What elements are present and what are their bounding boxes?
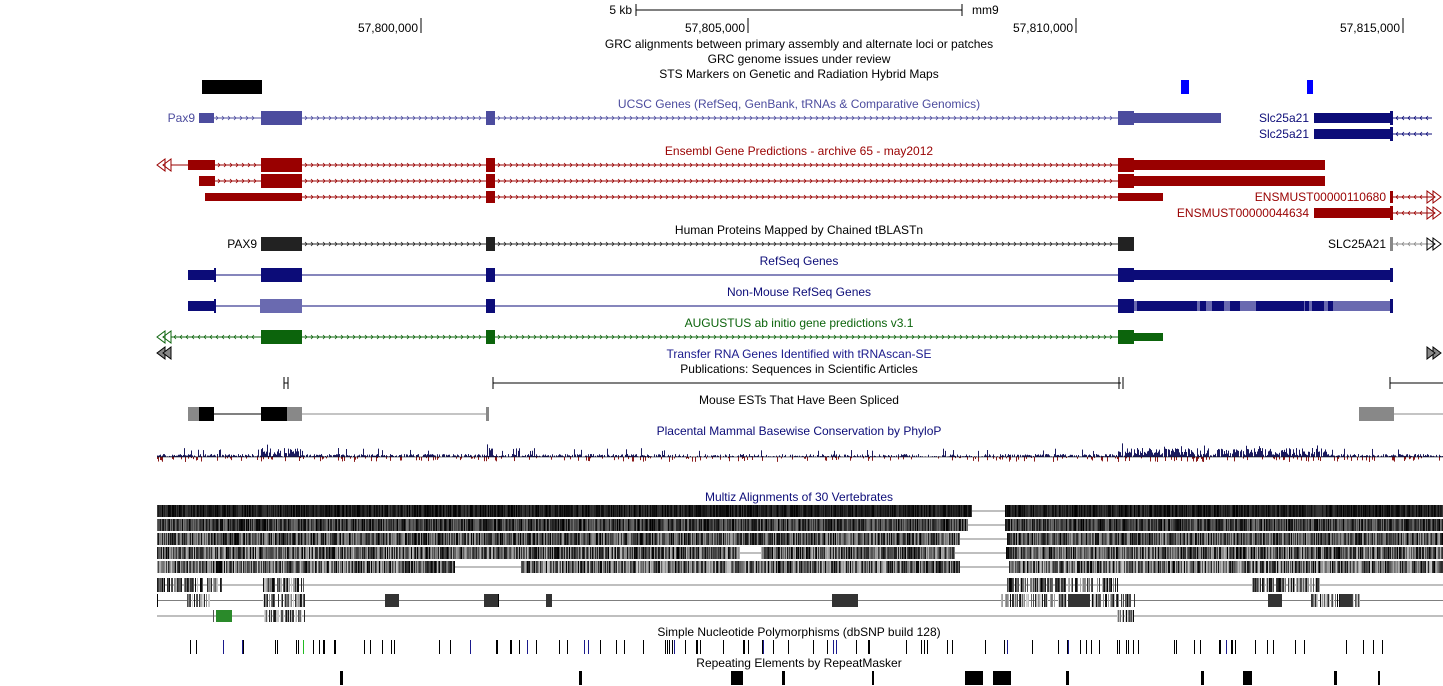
track-title-human-proteins[interactable]: Human Proteins Mapped by Chained tBLASTn [674, 223, 924, 237]
track-title-sts-markers[interactable]: STS Markers on Genetic and Radiation Hyb… [659, 67, 939, 81]
refseq-features[interactable] [188, 268, 1393, 282]
gene-label-pax9[interactable]: Pax9 [167, 111, 195, 125]
ensembl-features[interactable] [156, 158, 1442, 220]
ucsc-genes-features[interactable] [199, 111, 1432, 141]
ruler-assembly-label: mm9 [972, 3, 999, 17]
trna-arrows [156, 346, 1442, 360]
track-title-repeatmasker[interactable]: Repeating Elements by RepeatMasker [696, 656, 902, 670]
ruler-position-3: 57,810,000 [1012, 21, 1073, 35]
gene-label-pax9-human[interactable]: PAX9 [227, 237, 257, 251]
human-proteins-features[interactable] [261, 237, 1442, 251]
gene-label-ensmust-044634[interactable]: ENSMUST00000044634 [1176, 206, 1309, 220]
track-title-grc-alignments[interactable]: GRC alignments between primary assembly … [604, 37, 994, 51]
mouse-ests-features[interactable] [188, 407, 1443, 421]
repeatmasker-features[interactable] [340, 671, 1380, 685]
ruler-position-4: 57,815,000 [1339, 21, 1400, 35]
track-title-phylop[interactable]: Placental Mammal Basewise Conservation b… [656, 424, 942, 438]
track-title-snp[interactable]: Simple Nucleotide Polymorphisms (dbSNP b… [657, 625, 941, 639]
track-title-augustus[interactable]: AUGUSTUS ab initio gene predictions v3.1 [684, 316, 914, 330]
track-title-ucsc-genes[interactable]: UCSC Genes (RefSeq, GenBank, tRNAs & Com… [617, 97, 981, 111]
gene-label-slc25a21-1[interactable]: Slc25a21 [1258, 111, 1309, 125]
phylop-wiggle[interactable] [157, 443, 1443, 462]
ruler-position-1: 57,800,000 [357, 21, 418, 35]
track-title-ensembl[interactable]: Ensembl Gene Predictions - archive 65 - … [664, 144, 934, 158]
track-title-grc-issues[interactable]: GRC genome issues under review [707, 52, 891, 66]
track-title-trna[interactable]: Transfer RNA Genes Identified with tRNAs… [666, 347, 932, 361]
track-title-refseq[interactable]: RefSeq Genes [759, 254, 839, 268]
sts-markers-features[interactable] [202, 80, 1313, 94]
track-title-mouse-ests[interactable]: Mouse ESTs That Have Been Spliced [699, 393, 899, 407]
track-title-non-mouse-refseq[interactable]: Non-Mouse RefSeq Genes [726, 285, 872, 299]
gene-label-slc25a21-human[interactable]: SLC25A21 [1327, 237, 1386, 251]
non-mouse-refseq-features[interactable] [188, 299, 1393, 313]
gene-label-ensmust-110680[interactable]: ENSMUST00000110680 [1254, 190, 1386, 204]
track-title-publications[interactable]: Publications: Sequences in Scientific Ar… [680, 362, 918, 376]
augustus-features[interactable] [156, 330, 1163, 344]
snp-features[interactable] [190, 640, 1383, 654]
multiz-alignment-features[interactable] [157, 505, 1443, 622]
ruler-scale-label: 5 kb [609, 3, 632, 17]
ruler-position-2: 57,805,000 [684, 21, 745, 35]
gene-label-slc25a21-2[interactable]: Slc25a21 [1258, 127, 1309, 141]
track-title-multiz[interactable]: Multiz Alignments of 30 Vertebrates [704, 490, 894, 504]
base-position-ruler [420, 4, 1404, 33]
publications-features[interactable] [283, 377, 1443, 389]
